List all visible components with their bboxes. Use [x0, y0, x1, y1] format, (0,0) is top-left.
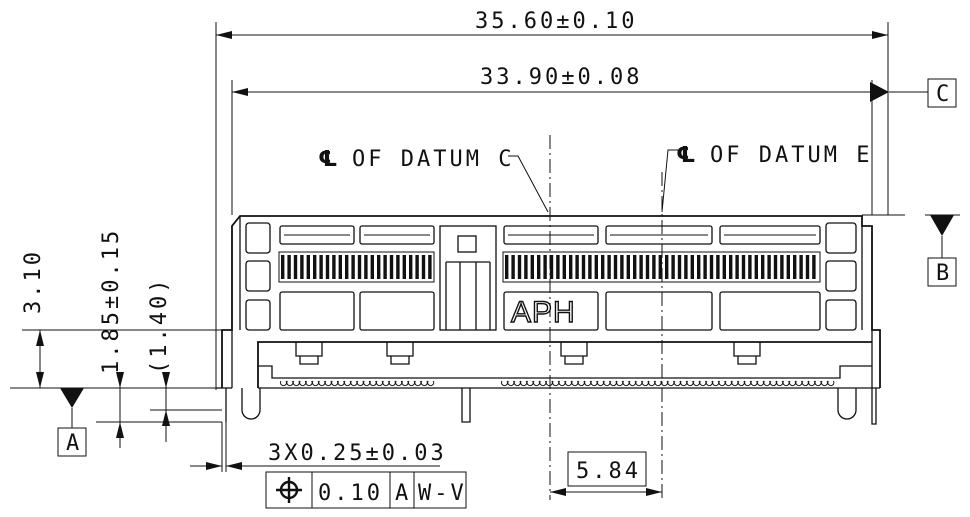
clips — [295, 342, 761, 365]
datum-c-label: C — [936, 82, 949, 107]
pin-loops — [280, 380, 835, 387]
fcf-tolerance: 0.10 — [318, 481, 383, 506]
dim-text-3-10: 3.10 — [21, 249, 46, 314]
dim-1-85: 1.85±0.15 — [10, 228, 222, 448]
datum-b-label: B — [936, 261, 949, 286]
dim-text-inner: 33.90±0.08 — [480, 65, 642, 90]
centerline-datum-c: ℄ OF DATUM C — [318, 135, 551, 500]
dim-text-pin-width: 3X0.25±0.03 — [268, 441, 447, 466]
cl-label-c: OF DATUM C — [352, 147, 514, 172]
cl-label-e: OF DATUM E — [710, 143, 872, 168]
datum-a-label: A — [66, 431, 79, 456]
dim-datum-offset: 5.84 — [550, 451, 662, 496]
fcf-datum-2: W-V — [418, 481, 467, 506]
dim-inner-length: 33.90±0.08 — [231, 65, 928, 215]
feature-control-frame: 0.10 A W-V — [265, 471, 467, 509]
datum-a: A — [57, 388, 87, 457]
cl-symbol-c: ℄ — [318, 147, 338, 172]
dim-text-1-85: 1.85±0.15 — [99, 228, 124, 374]
dim-text-1-40: (1.40) — [147, 277, 172, 374]
pin-comb — [278, 251, 821, 283]
centerline-datum-e: ℄ OF DATUM E — [661, 143, 872, 500]
connector-body: APH — [216, 215, 881, 425]
dim-pin-width: 3X0.25±0.03 — [190, 422, 447, 472]
position-icon — [276, 477, 302, 503]
datum-b: B — [862, 214, 960, 287]
fcf-datum-1: A — [395, 481, 408, 506]
logo-text: APH — [511, 296, 576, 329]
datum-c-box: C — [927, 78, 957, 108]
dim-1-40: (1.40) — [147, 277, 222, 442]
dim-text-overall: 35.60±0.10 — [475, 9, 637, 34]
dim-overall-length: 35.60±0.10 — [215, 9, 889, 390]
dim-text-5-84: 5.84 — [576, 459, 641, 484]
dim-3-10: 3.10 — [21, 249, 222, 388]
cl-symbol-e: ℄ — [676, 143, 696, 168]
